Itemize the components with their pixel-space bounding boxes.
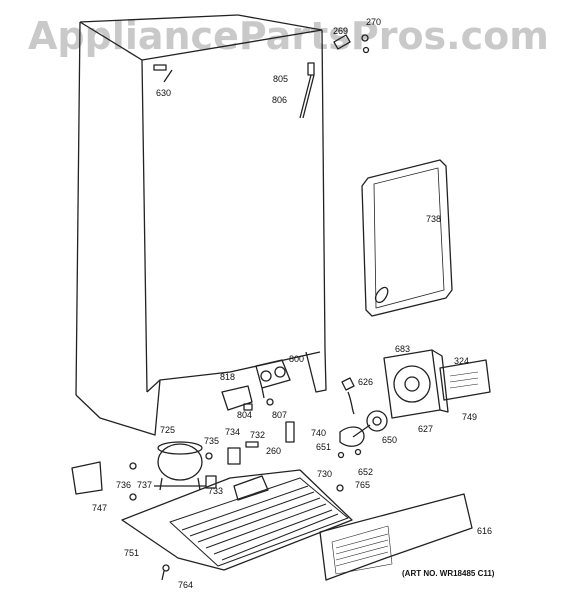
part-label: 630 — [156, 88, 172, 98]
part-label: 747 — [92, 503, 108, 513]
part-label: 650 — [382, 435, 398, 445]
part-738-heater-loop — [361, 159, 453, 317]
part-label: 730 — [317, 469, 333, 479]
part-751-base-pan — [121, 469, 353, 571]
part-label: 805 — [273, 74, 289, 84]
part-630-clip — [153, 64, 167, 71]
part-749-board — [439, 359, 491, 401]
part-740 — [285, 421, 295, 443]
part-label: 652 — [358, 467, 374, 477]
part-734-relay — [227, 447, 241, 465]
part-label: 735 — [204, 436, 220, 446]
part-label: 725 — [160, 425, 176, 435]
part-label: 733 — [208, 486, 224, 496]
part-805-grommet — [307, 62, 315, 76]
part-label: 751 — [124, 548, 140, 558]
part-747-bracket — [71, 461, 103, 495]
part-label: 734 — [225, 427, 241, 437]
part-269-fitting — [333, 34, 351, 50]
part-label: 738 — [426, 214, 442, 224]
part-label: 616 — [477, 526, 493, 536]
part-label: 764 — [178, 580, 194, 590]
art-number: (ART NO. WR18485 C11) — [402, 569, 495, 578]
part-label: 736 — [116, 480, 132, 490]
part-label: 732 — [250, 430, 266, 440]
part-730-condenser — [169, 477, 349, 567]
part-label: 270 — [366, 17, 382, 27]
part-label: 683 — [395, 344, 411, 354]
part-label: 765 — [355, 480, 371, 490]
part-label: 627 — [418, 424, 434, 434]
part-label: 651 — [316, 442, 332, 452]
part-label: 818 — [220, 372, 236, 382]
part-label: 800 — [289, 354, 305, 364]
part-label: 749 — [462, 412, 478, 422]
part-label: 740 — [311, 428, 327, 438]
part-800-valve — [255, 359, 291, 399]
part-label: 260 — [266, 446, 282, 456]
part-label: 626 — [358, 377, 374, 387]
part-650-fan-motor — [339, 410, 388, 447]
part-label: 806 — [272, 95, 288, 105]
part-725-compressor — [154, 441, 206, 491]
part-818-bracket — [221, 385, 253, 411]
part-label: 324 — [454, 356, 470, 366]
part-616-grille — [319, 493, 473, 581]
part-627-fan-shroud — [383, 349, 449, 419]
part-label: 269 — [333, 26, 349, 36]
part-626 — [341, 377, 355, 391]
part-label: 737 — [137, 480, 153, 490]
cabinet-body — [75, 14, 327, 436]
part-label: 804 — [237, 410, 253, 420]
part-label: 807 — [272, 410, 288, 420]
